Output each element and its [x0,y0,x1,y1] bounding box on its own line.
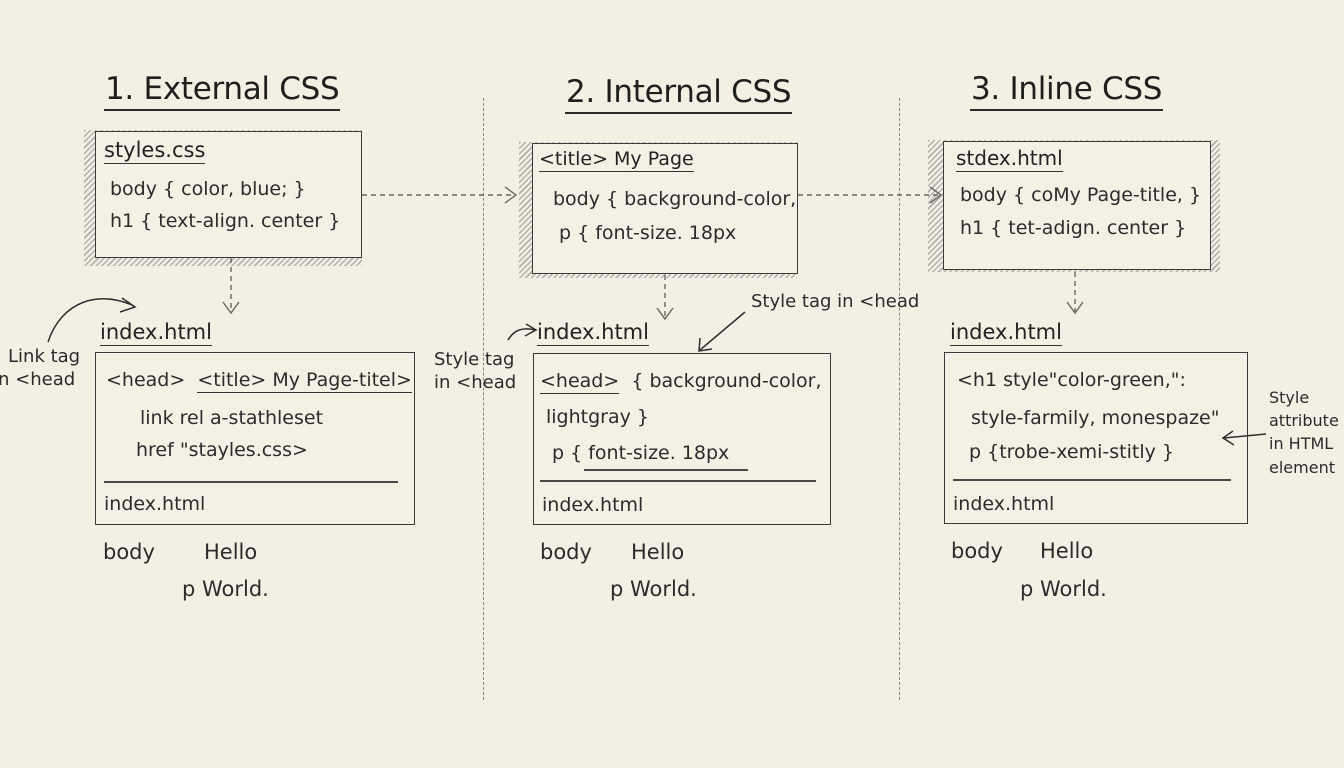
box-filename: stdex.html [956,146,1063,172]
arrowhead [222,301,240,315]
side-note: Link tag n <head [0,345,80,392]
arrowhead [1221,430,1235,446]
css-rule: p { font-size. 18px [559,222,737,244]
style-tag-arrow [507,328,536,341]
style-tag-head-arrow [699,311,746,351]
arrowhead [1066,301,1084,315]
hello-text: Hello [1040,539,1094,563]
column-title-external: 1. External CSS [104,71,341,111]
underline-stroke [584,469,748,471]
world-text: p World. [610,577,697,601]
code-line: p { font-size. 18px [552,442,730,464]
title-tag: <title> My Page-titel> [197,369,412,393]
inline-index-box: <h1 style"color-green,": style-farmily, … [944,352,1248,524]
inline-top-box: stdex.html body { coMy Page-title, } h1 … [943,141,1211,270]
box-footer: index.html [542,494,644,516]
head-line: <head> { background-color, [540,370,822,394]
box-footer: index.html [104,493,206,515]
code-line: style-farmily, monespaze" [971,407,1220,429]
styles-css-box: styles.css body { color, blue; } h1 { te… [95,131,362,258]
arrowhead [504,186,518,204]
hello-text: Hello [631,540,685,564]
css-rule: body { color, blue; } [110,178,306,200]
head-tag: <head> [106,369,186,391]
side-note: Style tag in <head [434,348,516,395]
file-label: index.html [100,320,212,346]
box-divider [953,479,1231,481]
side-note-line: in <head [434,372,517,394]
side-note-line: Style [1269,388,1310,407]
head-tag: <head> [540,370,620,394]
side-note-line: element [1269,457,1335,477]
css-rule: h1 { tet-adign. center } [960,217,1187,239]
code-line: lightgray } [546,406,649,428]
box-divider [540,480,816,482]
column-divider-1 [483,98,484,700]
box-divider [104,481,398,483]
css-rule: body { coMy Page-title, } [960,184,1202,206]
code-line: link rel a-stathleset [140,407,324,429]
style-tag-note: Style tag in <head [751,291,920,312]
world-text: p World. [182,577,269,601]
hello-text: Hello [204,540,258,564]
file-label: index.html [537,320,649,346]
h1-style-line: <h1 style"color-green,": [957,369,1186,391]
column-divider-2 [899,98,900,700]
body-label: body [540,540,592,564]
arrowhead [524,323,538,337]
side-note-line: Link tag [8,346,81,367]
arrowhead [119,297,137,313]
file-label: index.html [950,320,1062,346]
internal-index-box: <head> { background-color, lightgray } p… [533,353,831,525]
arrowhead [929,186,943,204]
side-note-line: Style tag [434,349,515,370]
side-note-line: n <head [0,369,76,391]
side-note-line: attribute [1269,411,1339,431]
column-title-inline: 3. Inline CSS [970,71,1164,111]
box-filename: <title> My Page [539,148,694,172]
side-note: Style attribute in HTML element [1269,386,1339,479]
link-tag-arrow [47,298,135,343]
head-style-rule: { background-color, [631,370,822,392]
side-note-line: in HTML [1269,434,1334,454]
internal-top-box: <title> My Page body { background-color,… [532,143,798,274]
arrowhead [698,337,713,352]
body-label: body [951,539,1003,563]
world-text: p World. [1020,577,1107,601]
css-rule: h1 { text-align. center } [110,210,341,232]
column-title-internal: 2. Internal CSS [565,74,793,114]
style-attribute-arrow [1223,433,1267,439]
index-html-box: <head> <title> My Page-titel> link rel a… [95,352,415,525]
arrowhead [656,307,674,321]
code-line: href "stayles.css> [136,439,308,461]
code-line: p {trobe-xemi-stitly } [969,441,1174,463]
head-line: <head> <title> My Page-titel> [106,369,412,393]
css-rule: body { background-color, [553,188,797,210]
body-label: body [103,540,155,564]
box-footer: index.html [953,493,1055,515]
box-filename: styles.css [104,138,206,164]
